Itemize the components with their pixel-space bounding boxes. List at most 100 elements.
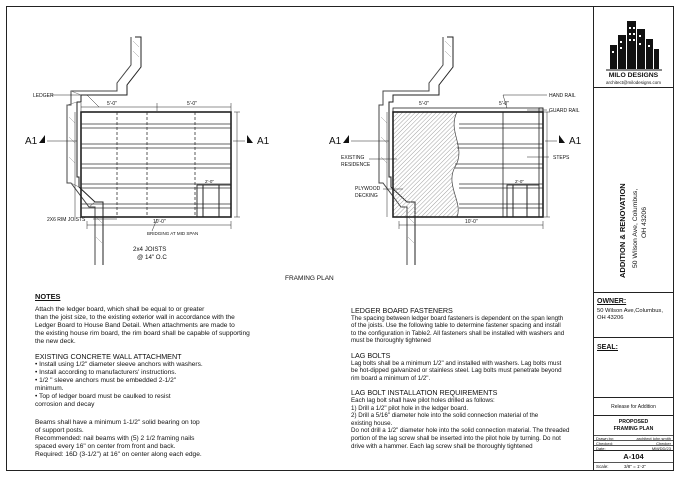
drawn-by-row: Drawn by: architect john smith [594,435,673,441]
install-6: portion of the lag screw shall be insert… [351,434,561,442]
label-steps: STEPS [553,155,570,161]
notes-intro-1: Attach the ledger board, which shall be … [35,306,205,313]
concrete-4: minimum. [35,385,64,392]
label-hand-rail: HAND RAIL [549,93,576,99]
notes-right: LEDGER BOARD FASTENERS The spacing betwe… [351,307,591,450]
beams-5: Required: 16D (3-1/2") at 16" on center … [35,451,202,458]
scale-row: Scale: 3/8" = 1'-2" [594,462,673,470]
fasteners-4: must be thoroughly tightened [351,337,431,345]
company-email: architect@milodesigns.com [605,80,662,85]
dim-left-top-2: 5'-0" [187,101,197,107]
notes-intro-3: Ledger Board to House Band Detail. When … [35,322,235,329]
lag-2: be hot-dipped galvanized or stainless st… [351,367,562,375]
install-4: existing house. [351,419,393,427]
dim-right-small: 2'-0" [515,179,524,184]
owner-label: OWNER: [597,298,627,305]
fasteners-heading: LEDGER BOARD FASTENERS [351,306,453,315]
proposed-2: FRAMING PLAN [613,426,654,432]
proposed-1: PROPOSED [618,419,649,425]
install-7: drive with a hammer. Each lag screw shal… [351,442,533,450]
section-marker-left-a: A1 [25,136,38,147]
project-address-2: OH 43206 [641,207,648,238]
dim-right-bottom: 10'-0" [465,219,478,225]
lag-heading: LAG BOLTS [351,350,391,360]
notes-intro-5: the new deck. [35,338,76,345]
project-address-1: 50 Wilson Ave, Columbus, [632,188,639,268]
install-2: 1) Drill a 1/2" pilot hole in the ledger… [351,404,469,412]
beams-3: Recommended: nail beams with (5) 2 1/2 f… [35,435,195,442]
project-name: ADDITION & RENOVATION [618,183,627,278]
date-row: Date: MM/DD/23 [594,445,673,451]
owner-address-2: OH 43206 [597,315,624,321]
scale-value: 3/8" = 1'-2" [624,464,646,469]
label-bridging: BRIDGING AT MID SPAN [147,231,198,236]
fasteners-1: The spacing between ledger board fastene… [351,314,564,322]
notes-intro-4: the existing house rim board, the rim bo… [35,330,250,337]
release-row: Release for Addition [594,397,673,415]
label-plywood-2: DECKING [355,193,378,199]
beams-4: spaced every 16" on center from front an… [35,443,176,450]
drawing-sheet: A1 A1 A1 A1 LEDGER 2X6 RIM JOISTS BRIDGI… [6,6,674,471]
sheet-number: A-104 [623,452,644,461]
framing-plan-drawing: A1 A1 A1 A1 LEDGER 2X6 RIM JOISTS BRIDGI… [25,36,582,282]
sheet-number-row: A-104 [594,450,673,462]
notes-left: NOTES Attach the ledger board, which sha… [35,293,325,459]
checked-label: Checked: [596,441,613,446]
notes-heading: NOTES [35,292,61,301]
lag-3: rim board a minimum of 1/2". [351,374,431,382]
label-joists-1: 2x4 JOISTS [133,246,166,253]
milo-designs-logo [606,21,662,71]
checked-row: Checked: Checker [594,440,673,446]
install-5: Do not drill a 1/2" diameter hole into t… [351,427,570,435]
dim-right-top-2: 5'-0" [499,101,509,107]
concrete-6: corrosion and decay [35,401,95,408]
beams-2: of support posts. [35,427,84,434]
dim-left-bottom: 10'-0" [153,219,166,225]
fasteners-3: to the configuration in Table2. All fast… [351,329,565,337]
date-label: Date: [596,446,606,451]
concrete-3: • 1/2 " sleeve anchors must be embedded … [35,377,177,384]
concrete-5: • Top of ledger board must be caulked to… [35,393,171,400]
label-guard-rail: GUARD RAIL [549,108,580,114]
label-joists-2: @ 14" O.C [137,254,167,261]
left-plan [39,36,253,265]
drawn-by-value: architect john smith [636,436,671,441]
date-value: MM/DD/23 [651,446,671,451]
seal-row: SEAL: [594,337,673,397]
label-existing-2: RESIDENCE [341,162,371,168]
label-plywood-1: PLYWOOD [355,186,381,192]
scale-label: Scale: [596,464,609,469]
fasteners-2: of the joists. Use the following table t… [351,322,561,330]
section-marker-left-b: A1 [257,136,270,147]
plan-title: FRAMING PLAN [285,275,334,282]
checked-value: Checker [656,441,671,446]
label-existing-1: EXISTING [341,155,364,161]
section-marker-right-a: A1 [329,136,342,147]
install-3: 2) Drill a 5/16" diameter hole into the … [351,412,539,420]
concrete-2: • Install according to manufacturers' in… [35,369,177,376]
label-ledger: LEDGER [33,93,54,99]
lag-1: Lag bolts shall be a minimum 1/2" and in… [351,359,562,367]
dim-right-top-1: 5'-0" [419,101,429,107]
company-name: MILO DESIGNS [608,72,659,79]
dim-left-small: 2'-0" [205,179,214,184]
release-text: Release for Addition [611,404,656,410]
beams-1: Beams shall have a minimum 1-1/2" solid … [35,419,200,426]
proposed-row: PROPOSED FRAMING PLAN [594,415,673,435]
install-1: Each lag bolt shall have pilot holes dri… [351,396,495,404]
owner-row: OWNER: 50 Wilson Ave,Columbus, OH 43206 [594,292,673,337]
section-marker-right-b: A1 [569,136,582,147]
project-row: ADDITION & RENOVATION 50 Wilson Ave, Col… [594,87,673,292]
title-block: MILO DESIGNS architect@milodesigns.com A… [594,7,673,470]
install-heading: LAG BOLT INSTALLATION REQUIREMENTS [351,388,498,398]
owner-address-1: 50 Wilson Ave,Columbus, [597,308,663,314]
notes-intro-2: than the joist size, to the existing ext… [35,314,235,321]
right-plan [343,36,565,265]
drawn-by-label: Drawn by: [596,436,615,441]
concrete-heading: EXISTING CONCRETE WALL ATTACHMENT [35,352,182,361]
seal-label: SEAL: [597,344,618,351]
concrete-1: • Install using 1/2" diameter sleeve anc… [35,361,203,368]
label-rim-joists: 2X6 RIM JOISTS [47,217,86,223]
main-drawing-area: A1 A1 A1 A1 LEDGER 2X6 RIM JOISTS BRIDGI… [7,7,594,470]
dim-left-top-1: 5'-0" [107,101,117,107]
